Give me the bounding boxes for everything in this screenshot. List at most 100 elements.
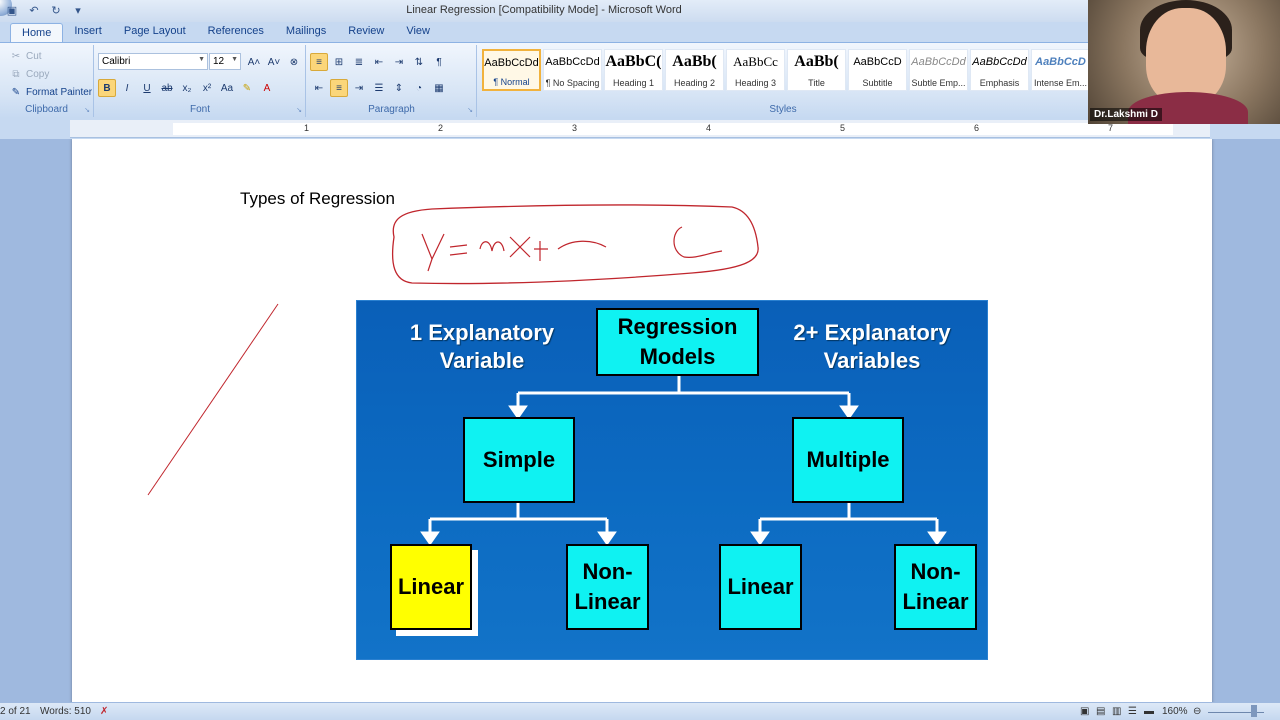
- list-buttons: ≡ ⊞ ≣ ⇤ ⇥ ⇅ ¶: [310, 53, 448, 71]
- title-bar: ▣ ↶ ↻ ▾ Linear Regression [Compatibility…: [0, 0, 1088, 22]
- draft-icon[interactable]: ▬: [1144, 706, 1154, 717]
- increase-indent-icon[interactable]: ⇥: [394, 56, 404, 68]
- font-color-icon[interactable]: A: [263, 82, 271, 94]
- italic-icon[interactable]: I: [125, 82, 129, 94]
- multiple-nonlinear-line-2: Linear: [902, 589, 969, 614]
- bullets-icon[interactable]: ≡: [310, 53, 328, 71]
- style-heading-2[interactable]: AaBb( Heading 2: [665, 49, 724, 91]
- print-layout-icon[interactable]: ▣: [1080, 706, 1090, 717]
- style-title[interactable]: AaBb( Title: [787, 49, 846, 91]
- superscript-icon[interactable]: x²: [202, 82, 212, 94]
- full-screen-reading-icon[interactable]: ▤: [1096, 706, 1106, 717]
- proofing-icon[interactable]: ✗: [100, 706, 109, 717]
- style-subtitle[interactable]: AaBbCcD Subtitle: [848, 49, 907, 91]
- align-right-icon[interactable]: ⇥: [354, 82, 364, 94]
- font-size-select[interactable]: 12 ▼: [209, 53, 241, 70]
- tab-mailings[interactable]: Mailings: [285, 25, 327, 37]
- web-layout-icon[interactable]: ▥: [1112, 706, 1122, 717]
- office-button[interactable]: [0, 0, 12, 16]
- ruler-number: 2: [438, 123, 444, 133]
- tab-review[interactable]: Review: [348, 25, 385, 37]
- redo-icon[interactable]: ↻: [51, 5, 61, 17]
- left-caption-line-1: 1 Explanatory: [409, 320, 555, 345]
- style-subtle-emphasis[interactable]: AaBbCcDd Subtle Emp...: [909, 49, 968, 91]
- style-name: Emphasis: [979, 78, 1020, 88]
- outline-icon[interactable]: ☰: [1128, 706, 1137, 717]
- line-spacing-icon[interactable]: ⇕: [394, 82, 404, 94]
- window-title: Linear Regression [Compatibility Mode] -…: [406, 4, 682, 16]
- styles-group-label: Styles: [769, 104, 797, 115]
- multiple-box: Multiple: [792, 417, 904, 503]
- style-sample: AaBbCcD: [1035, 56, 1086, 68]
- bold-icon[interactable]: B: [98, 79, 116, 97]
- zoom-out-icon[interactable]: ⊖: [1193, 706, 1202, 717]
- style-emphasis[interactable]: AaBbCcDd Emphasis: [970, 49, 1029, 91]
- clipboard-dialog-launcher-icon[interactable]: ↘: [84, 107, 90, 114]
- presenter-name: Dr.Lakshmi D: [1090, 108, 1162, 121]
- highlight-color-icon[interactable]: ✎: [242, 82, 252, 94]
- sort-icon[interactable]: ⇅: [414, 56, 424, 68]
- underline-icon[interactable]: U: [143, 82, 151, 94]
- multilevel-list-icon[interactable]: ≣: [354, 56, 364, 68]
- chevron-down-icon: ▼: [198, 56, 205, 63]
- regression-diagram[interactable]: 1 Explanatory Variable 2+ Explanatory Va…: [356, 300, 988, 660]
- zoom-level[interactable]: 160%: [1162, 706, 1188, 717]
- style-intense-emphasis[interactable]: AaBbCcD Intense Em...: [1031, 49, 1090, 91]
- subscript-icon[interactable]: x₂: [182, 82, 192, 94]
- zoom-slider-thumb[interactable]: [1251, 705, 1257, 717]
- ruler-number: 3: [572, 123, 578, 133]
- clear-formatting-icon[interactable]: ⊗: [289, 56, 299, 68]
- shrink-font-icon[interactable]: A˅: [267, 56, 281, 68]
- copy-button[interactable]: ⧉ Copy: [0, 65, 93, 83]
- style-name: Intense Em...: [1033, 78, 1088, 88]
- style-normal[interactable]: AaBbCcDd ¶ Normal: [482, 49, 541, 91]
- customize-qat-icon[interactable]: ▾: [75, 5, 81, 17]
- style-heading-3[interactable]: AaBbCc Heading 3: [726, 49, 785, 91]
- tab-view[interactable]: View: [406, 25, 430, 37]
- grow-font-icon[interactable]: A˄: [247, 56, 261, 68]
- cut-button[interactable]: ✂ Cut: [0, 47, 93, 65]
- tab-references[interactable]: References: [207, 25, 264, 37]
- format-painter-button[interactable]: ✎ Format Painter: [0, 83, 93, 101]
- numbering-icon[interactable]: ⊞: [334, 56, 344, 68]
- undo-icon[interactable]: ↶: [29, 5, 39, 17]
- decrease-indent-icon[interactable]: ⇤: [374, 56, 384, 68]
- document-page[interactable]: Types of Regression: [72, 139, 1212, 702]
- strikethrough-icon[interactable]: ab: [161, 82, 173, 94]
- style-sample: AaBb(: [794, 53, 839, 70]
- paragraph-dialog-launcher-icon[interactable]: ↘: [467, 107, 473, 114]
- change-case-icon[interactable]: Aa: [220, 82, 234, 94]
- paragraph-group-label: Paragraph: [368, 104, 415, 115]
- font-name-select[interactable]: Calibri ▼: [98, 53, 208, 70]
- tab-insert[interactable]: Insert: [74, 25, 102, 37]
- justify-icon[interactable]: ☰: [374, 82, 384, 94]
- tab-home[interactable]: Home: [10, 23, 64, 42]
- show-formatting-marks-icon[interactable]: ¶: [436, 56, 442, 68]
- copy-label: Copy: [26, 68, 50, 80]
- borders-icon[interactable]: ▦: [434, 82, 444, 94]
- zoom-slider[interactable]: [1208, 712, 1264, 713]
- word-count[interactable]: Words: 510: [40, 706, 91, 717]
- style-sample: AaBbCcDd: [911, 56, 966, 68]
- align-center-icon[interactable]: ≡: [330, 79, 348, 97]
- align-left-icon[interactable]: ⇤: [314, 82, 324, 94]
- cut-label: Cut: [26, 50, 42, 62]
- ruler-number: 6: [974, 123, 980, 133]
- save-icon[interactable]: ▣: [6, 5, 18, 17]
- ribbon-tabs: Home Insert Page Layout References Maili…: [0, 22, 1088, 42]
- multiple-linear-label: Linear: [727, 574, 794, 599]
- page-count[interactable]: 2 of 21: [0, 706, 31, 717]
- style-heading-1[interactable]: AaBbC( Heading 1: [604, 49, 663, 91]
- simple-box: Simple: [463, 417, 575, 503]
- clipboard-group-label: Clipboard: [25, 104, 68, 115]
- style-sample: AaBbCcDd: [545, 56, 600, 68]
- style-name: Title: [808, 78, 825, 88]
- horizontal-ruler[interactable]: 1 2 3 4 5 6 7: [70, 120, 1210, 138]
- font-dialog-launcher-icon[interactable]: ↘: [296, 107, 302, 114]
- shading-icon[interactable]: ◔: [415, 82, 423, 94]
- ruler-number: 4: [706, 123, 712, 133]
- diagram-connectors: [420, 375, 947, 546]
- style-no-spacing[interactable]: AaBbCcDd ¶ No Spacing: [543, 49, 602, 91]
- tab-page-layout[interactable]: Page Layout: [123, 25, 186, 37]
- simple-nonlinear-box: Non- Linear: [566, 544, 649, 630]
